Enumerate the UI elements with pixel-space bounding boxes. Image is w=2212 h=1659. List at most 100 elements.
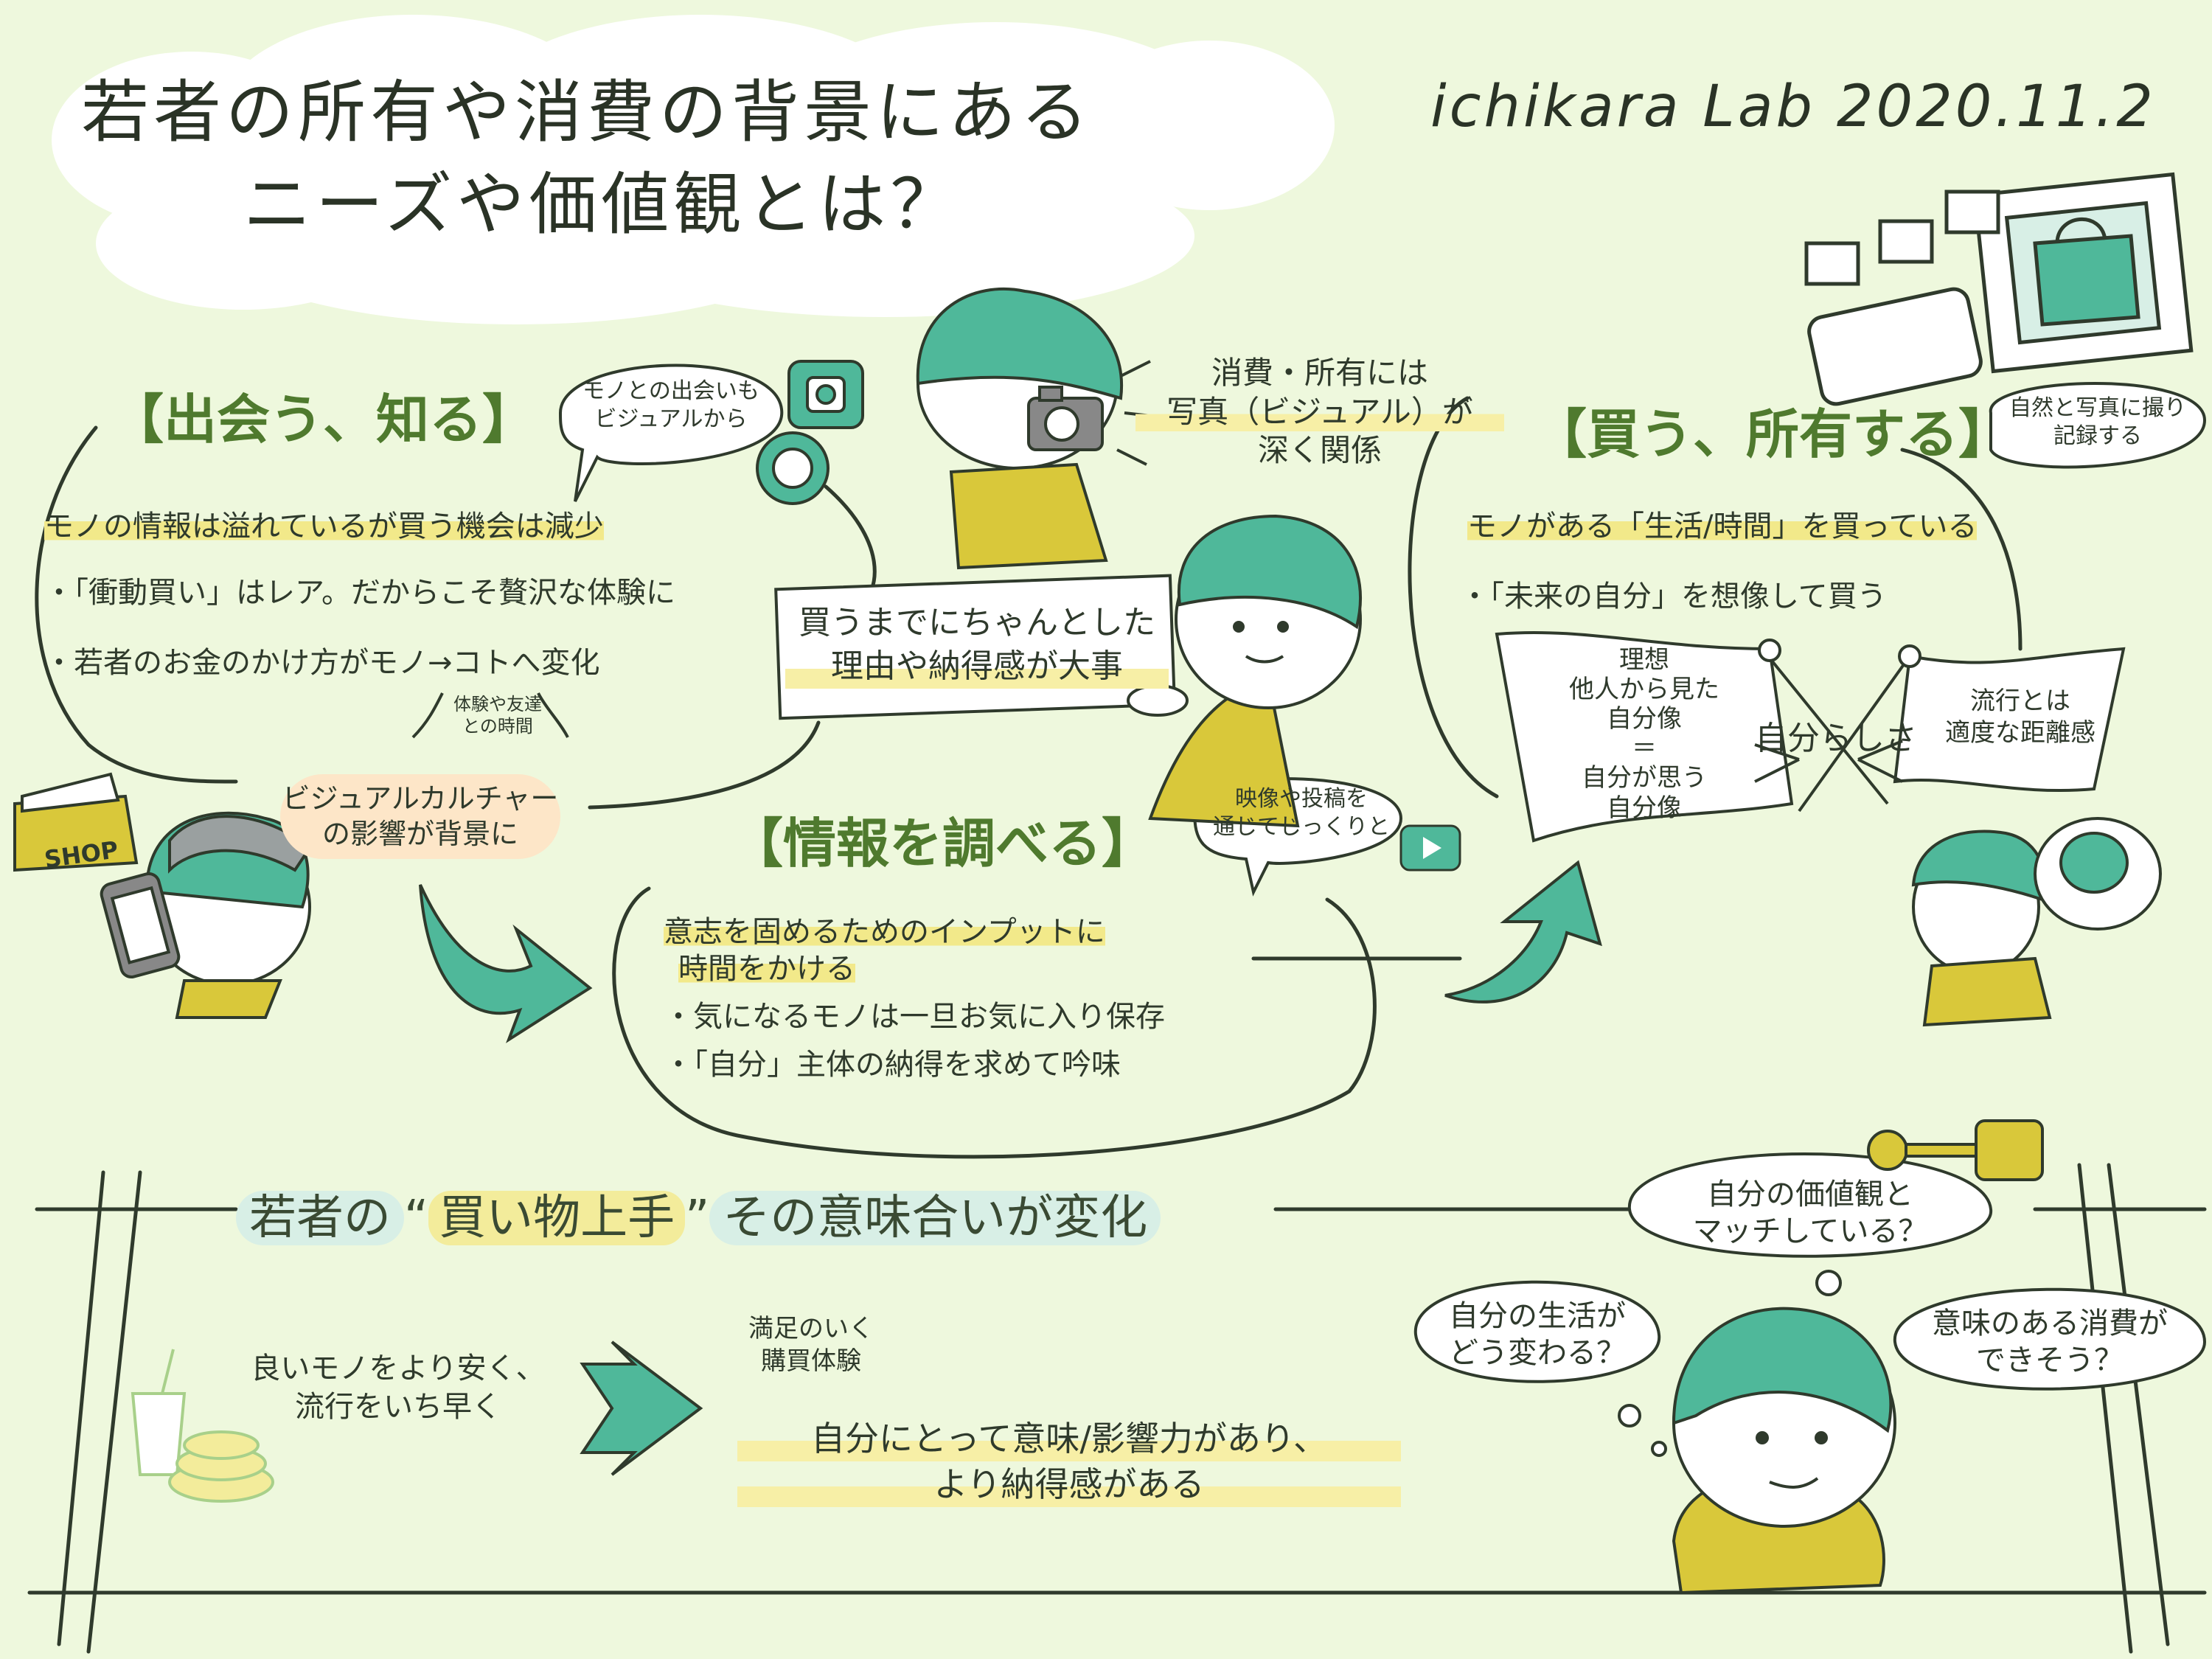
center-person xyxy=(1127,514,1362,828)
flags xyxy=(1495,630,2126,843)
banner-quote-close: ” xyxy=(685,1191,710,1245)
thought-meaning xyxy=(1893,1287,2207,1391)
banner-keyword: 買い物上手 xyxy=(428,1191,686,1245)
smartphone-icon xyxy=(100,872,181,978)
flag-left-line-4: ＝ xyxy=(1632,734,1657,764)
flag-left-line-3: 自分像 xyxy=(1607,704,1682,734)
screen-icons xyxy=(1804,172,2194,406)
satisfy-line-2: 購買体験 xyxy=(761,1346,861,1377)
banner-quote-open: “ xyxy=(404,1191,429,1245)
research-heading: 【情報を調べる】 xyxy=(730,813,1155,874)
research-bullet-1: 意志を固めるためのインプットに xyxy=(664,914,1105,950)
meet-bubble-line-1: モノとの出会いも xyxy=(582,378,759,404)
buy-bubble-line-1: 自然と写真に撮り xyxy=(2009,395,2186,421)
thought-values xyxy=(1627,1152,1993,1258)
key-icon xyxy=(1867,1130,1989,1171)
drink-icon xyxy=(131,1349,187,1476)
satisfy-line-1: 満足のいく xyxy=(748,1314,874,1343)
pancake-icon xyxy=(168,1430,274,1503)
note-small-line-1: 体験や友達 xyxy=(453,694,542,714)
title-line-2: ニーズや価値観とは？ xyxy=(243,165,963,244)
before-line-1: 良いモノをより安く、 xyxy=(251,1352,546,1385)
buy-bullet-1-text: モノがある「生活/時間」を買っている xyxy=(1467,509,1978,543)
research-bubble-line-1: 映像や投稿を xyxy=(1235,786,1368,812)
thinking-woman xyxy=(1672,1307,1896,1595)
camera-icon xyxy=(1027,386,1104,451)
meet-bullet-1-text: モノの情報は溢れているが買う機会は減少 xyxy=(44,509,604,543)
after-text: 自分にとって意味/影響力があり、 より納得感がある xyxy=(737,1416,1401,1508)
bottom-banner: 若者の“買い物上手”その意味合いが変化 xyxy=(236,1180,1161,1248)
flag-right-line-2: 適度な距離感 xyxy=(1945,717,2096,748)
shop-person xyxy=(13,772,312,1019)
meet-visual-note: ビジュアルカルチャー の影響が背景に xyxy=(280,774,560,859)
thought-meaning-text: 意味のある消費が できそう？ xyxy=(1902,1305,2197,1379)
center-card: 買うまでにちゃんとした 理由や納得感が大事 xyxy=(785,601,1169,689)
research-bubble: 映像や投稿を 通じてじっくりと xyxy=(1202,785,1401,841)
center-card-line-1: 買うまでにちゃんとした xyxy=(799,604,1155,641)
arrow-to-research xyxy=(419,884,593,1043)
arrow-to-buy xyxy=(1444,860,1602,1004)
flag-left-line-1: 理想 xyxy=(1619,645,1669,675)
meet-bubble: モノとの出会いも ビジュアルから xyxy=(568,378,774,433)
before-line-2: 流行をいち早く xyxy=(295,1390,501,1424)
flow-arrows xyxy=(419,860,1602,1476)
thought-values-line-1: 自分の価値観と xyxy=(1707,1178,1913,1211)
camera-person xyxy=(916,287,1158,570)
thought-life-line-1: 自分の生活が xyxy=(1449,1299,1626,1333)
title-line-1: 若者の所有や消費の背景にある xyxy=(81,73,1093,152)
flag-left-line-2: 他人から見た xyxy=(1569,675,1719,705)
center-card-line-2: 理由や納得感が大事 xyxy=(785,644,1169,689)
after-line-2: より納得感がある xyxy=(737,1461,1401,1508)
thought-life-line-2: どう変わる？ xyxy=(1449,1336,1626,1370)
meet-bubble-line-2: ビジュアルから xyxy=(594,406,748,432)
app-icons xyxy=(756,360,864,505)
meet-bullet-2: ・「衝動買い」はレア。だからこそ贅沢な体験に xyxy=(44,576,675,610)
banner-part-2: その意味合いが変化 xyxy=(709,1191,1161,1245)
satisfy-note: 満足のいく 購買体験 xyxy=(723,1312,900,1377)
dreaming-girl xyxy=(1911,817,2162,1027)
banner-part-1: 若者の xyxy=(236,1191,404,1245)
credit: ichikara Lab 2020.11.2 xyxy=(1430,74,2156,140)
photo-note-line-3: 深く関係 xyxy=(1257,432,1382,468)
thought-values-line-2: マッチしている？ xyxy=(1692,1214,1928,1248)
research-bullet-1b-text: 時間をかける xyxy=(678,952,855,986)
thought-meaning-line-2: できそう？ xyxy=(1976,1343,2124,1377)
buy-bubble-line-2: 記録する xyxy=(2053,422,2142,449)
photo-note: 消費・所有には 写真（ビジュアル）が 深く関係 xyxy=(1135,354,1504,470)
note-small-line-2: との時間 xyxy=(462,716,533,737)
research-loop xyxy=(612,886,1377,1159)
photo-note-line-1: 消費・所有には xyxy=(1211,355,1428,391)
flag-right-line-1: 流行とは xyxy=(1970,686,2070,716)
buy-bubble: 自然と写真に撮り 記録する xyxy=(1991,394,2205,450)
meet-bullet-1: モノの情報は溢れているが買う機会は減少 xyxy=(44,509,604,544)
flag-right: 流行とは 適度な距離感 xyxy=(1924,686,2116,748)
meet-bullet-3: ・若者のお金のかけ方がモノ→コトへ変化 xyxy=(44,646,600,680)
buy-heading: 【買う、所有する】 xyxy=(1534,403,2012,465)
thought-values-text: 自分の価値観と マッチしている？ xyxy=(1644,1176,1976,1250)
research-bullet-3: ・「自分」主体の納得を求めて吟味 xyxy=(664,1048,1121,1082)
flag-center: 自分らしさ xyxy=(1755,720,1917,757)
after-line-1: 自分にとって意味/影響力があり、 xyxy=(737,1416,1401,1462)
shopping-bag-icon xyxy=(2033,218,2140,327)
flag-left: 理想 他人から見た 自分像 ＝ 自分が思う 自分像 xyxy=(1534,645,1755,823)
visual-note-line-1: ビジュアルカルチャー xyxy=(282,782,559,815)
meet-note-small: 体験や友達 との時間 xyxy=(424,693,571,737)
thought-life xyxy=(1413,1280,1661,1383)
research-bullet-1-text: 意志を固めるためのインプットに xyxy=(664,915,1105,949)
photo-note-line-2: 写真（ビジュアル）が xyxy=(1135,392,1504,431)
research-bullet-1b: 時間をかける xyxy=(678,951,855,987)
research-bullet-2: ・気になるモノは一旦お気に入り保存 xyxy=(664,1000,1165,1034)
research-bubble-line-2: 通じてじっくりと xyxy=(1213,813,1390,840)
left-loop xyxy=(35,425,238,784)
meet-heading: 【出会う、知る】 xyxy=(111,389,536,451)
flag-left-line-6: 自分像 xyxy=(1607,793,1682,823)
buy-bullet-1: モノがある「生活/時間」を買っている xyxy=(1467,509,1978,544)
thought-life-text: 自分の生活が どう変わる？ xyxy=(1423,1298,1652,1371)
visual-note-line-2: の影響が背景に xyxy=(321,817,518,850)
arrow-change xyxy=(580,1340,703,1476)
lock-icon xyxy=(1975,1119,2044,1181)
title-cloud xyxy=(52,15,1335,324)
buy-bullet-2: ・「未来の自分」を想像して買う xyxy=(1460,580,1887,613)
